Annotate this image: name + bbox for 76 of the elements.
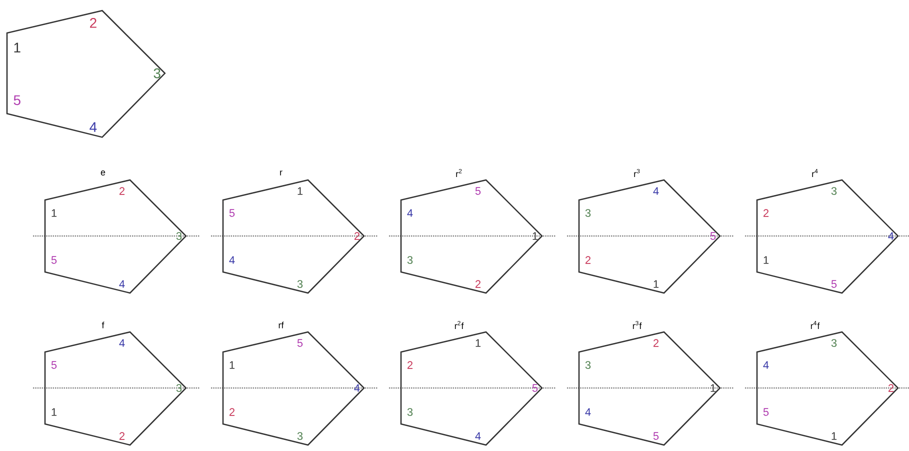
vertex-number: 1 [476,339,481,347]
vertex-number: 2 [408,361,413,369]
pentagon [578,179,721,294]
vertex-number: 2 [354,232,360,240]
pentagon [222,331,365,446]
pentagon [400,331,543,446]
vertex-number: 4 [653,187,659,195]
vertex-number: 4 [475,432,481,440]
vertex-number: 3 [407,256,413,264]
pentagon [578,331,721,446]
vertex-number: 3 [585,361,591,369]
vertex-number: 2 [476,280,481,288]
operation-label: r$^{3}$ [634,169,640,177]
operation-label: r$^{2}$f [454,321,464,329]
vertex-number: 3 [831,339,837,347]
vertex-number: 4 [763,361,769,369]
operation-label: r$^{4}$f [810,321,820,329]
vertex-number: 4 [354,384,360,392]
vertex-number: 5 [51,361,57,369]
vertex-number: 2 [654,339,659,347]
vertex-number: 5 [475,187,481,195]
pentagon [44,331,187,446]
vertex-number: 2 [764,209,769,217]
vertex-number: 2 [230,408,235,416]
vertex-number: 2 [90,18,96,28]
vertex-number: 3 [297,280,303,288]
vertex-number: 2 [586,256,591,264]
vertex-number: 2 [120,432,125,440]
vertex-number: 2 [120,187,125,195]
operation-label: f [102,322,104,328]
pentagon [44,179,187,294]
pentagon [756,331,899,446]
vertex-number: 1 [52,209,57,217]
vertex-number: 1 [532,232,538,240]
operation-label: r$^{3}$f [632,321,642,329]
vertex-number: 5 [763,408,769,416]
vertex-number: 5 [297,339,303,347]
vertex-number: 4 [119,339,125,347]
operation-label: e [100,170,106,176]
vertex-number: 3 [297,432,303,440]
vertex-number: 1 [832,432,837,440]
vertex-number: 3 [176,232,182,240]
vertex-number: 3 [407,408,413,416]
vertex-number: 5 [14,95,20,106]
vertex-number: 1 [230,361,235,369]
vertex-number: 1 [14,42,20,52]
vertex-number: 1 [654,280,659,288]
operation-label: r$^{2}$ [456,169,462,177]
vertex-number: 1 [764,256,769,264]
vertex-number: 4 [229,256,235,264]
pentagon [756,179,899,294]
vertex-number: 2 [888,384,894,392]
vertex-number: 1 [710,384,716,392]
vertex-number: 1 [52,408,57,416]
vertex-number: 5 [653,432,659,440]
vertex-number: 4 [119,280,125,288]
vertex-number: 3 [154,68,160,78]
vertex-number: 5 [229,209,235,217]
vertex-number: 1 [298,187,303,195]
pentagon [222,179,365,294]
vertex-number: 3 [831,187,837,195]
vertex-number: 4 [90,122,97,132]
operation-label: r [280,170,282,176]
vertex-number: 3 [585,209,591,217]
vertex-number: 4 [888,232,894,240]
operation-label: rf [278,322,284,328]
vertex-number: 5 [51,256,57,264]
vertex-number: 5 [831,280,837,288]
operation-label: r$^{4}$ [812,169,818,177]
vertex-number: 5 [532,384,538,392]
vertex-number: 4 [585,408,591,416]
pentagon [400,179,543,294]
pentagon [6,10,166,138]
vertex-number: 3 [176,384,182,392]
vertex-number: 4 [407,209,413,217]
vertex-number: 5 [710,232,716,240]
